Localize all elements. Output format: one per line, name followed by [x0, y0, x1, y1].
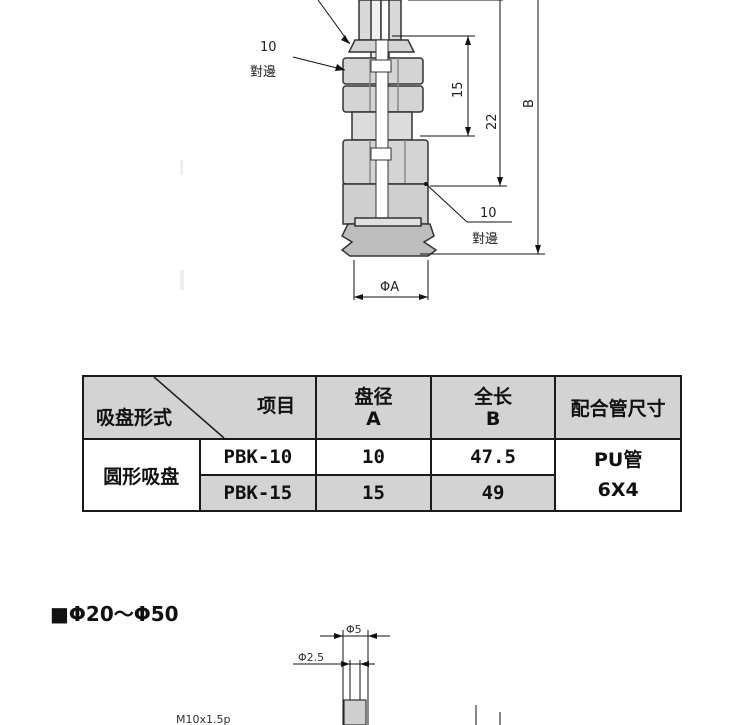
table-row: PBK-15 15 49 [83, 474, 681, 512]
tube-line1: PU管 [594, 449, 643, 471]
suction-cup [340, 217, 438, 257]
header-item: 项目 [257, 395, 296, 417]
diagonal-header-cell: 吸盘形式 项目 [81, 375, 318, 440]
model-cell: PBK-10 [198, 438, 318, 476]
diameter-cell: 10 [315, 438, 432, 476]
length-cell: 47.5 [429, 438, 557, 476]
table-header-row: 吸盘形式 项目 盘径 A 全长 B 配合管尺寸 [81, 375, 682, 440]
flat-lower-label: 對邊 [472, 232, 498, 247]
dim-15-label: 15 [451, 81, 466, 98]
spec-table: 吸盘形式 项目 盘径 A 全长 B 配合管尺寸 圆形吸盘 PBK-10 10 4… [81, 375, 682, 512]
header-length-line1: 全长 [474, 385, 513, 408]
table-row: 圆形吸盘 PBK-10 10 47.5 PU管 6X4 [82, 438, 682, 512]
top-technical-drawing: 10 對邊 10 對邊 15 22 B ΦA [180, 0, 545, 300]
diagonal-divider [153, 377, 225, 438]
diameter-cell: 15 [315, 474, 432, 512]
header-diameter-line2: A [366, 407, 381, 430]
model-cell: PBK-15 [198, 474, 318, 512]
header-diameter: 盘径 A [315, 375, 432, 440]
header-length-line2: B [485, 407, 501, 430]
flat-lower-value: 10 [480, 206, 497, 221]
header-length: 全长 B [429, 375, 557, 440]
thread-label: M10x1.5p [176, 713, 230, 725]
tube-line2: 6X4 [597, 479, 639, 501]
tube-size-cell: PU管 6X4 [554, 438, 682, 512]
flat-upper-label: 對邊 [250, 65, 276, 80]
header-diameter-line1: 盘径 [354, 385, 393, 408]
dim-phi5-label: Φ5 [346, 623, 362, 636]
dim-B-label: B [522, 99, 537, 108]
section-heading: ■Φ20～Φ50 [50, 602, 179, 626]
dim-phi25-label: Φ2.5 [298, 651, 324, 664]
length-cell: 49 [429, 474, 557, 512]
dim-22-label: 22 [485, 113, 500, 130]
dim-phiA-label: ΦA [380, 280, 399, 295]
flat-upper-value: 10 [260, 40, 277, 55]
header-cup-type: 吸盘形式 [96, 407, 173, 429]
group-label-cell: 圆形吸盘 [82, 438, 201, 512]
header-tube-size: 配合管尺寸 [554, 375, 682, 440]
